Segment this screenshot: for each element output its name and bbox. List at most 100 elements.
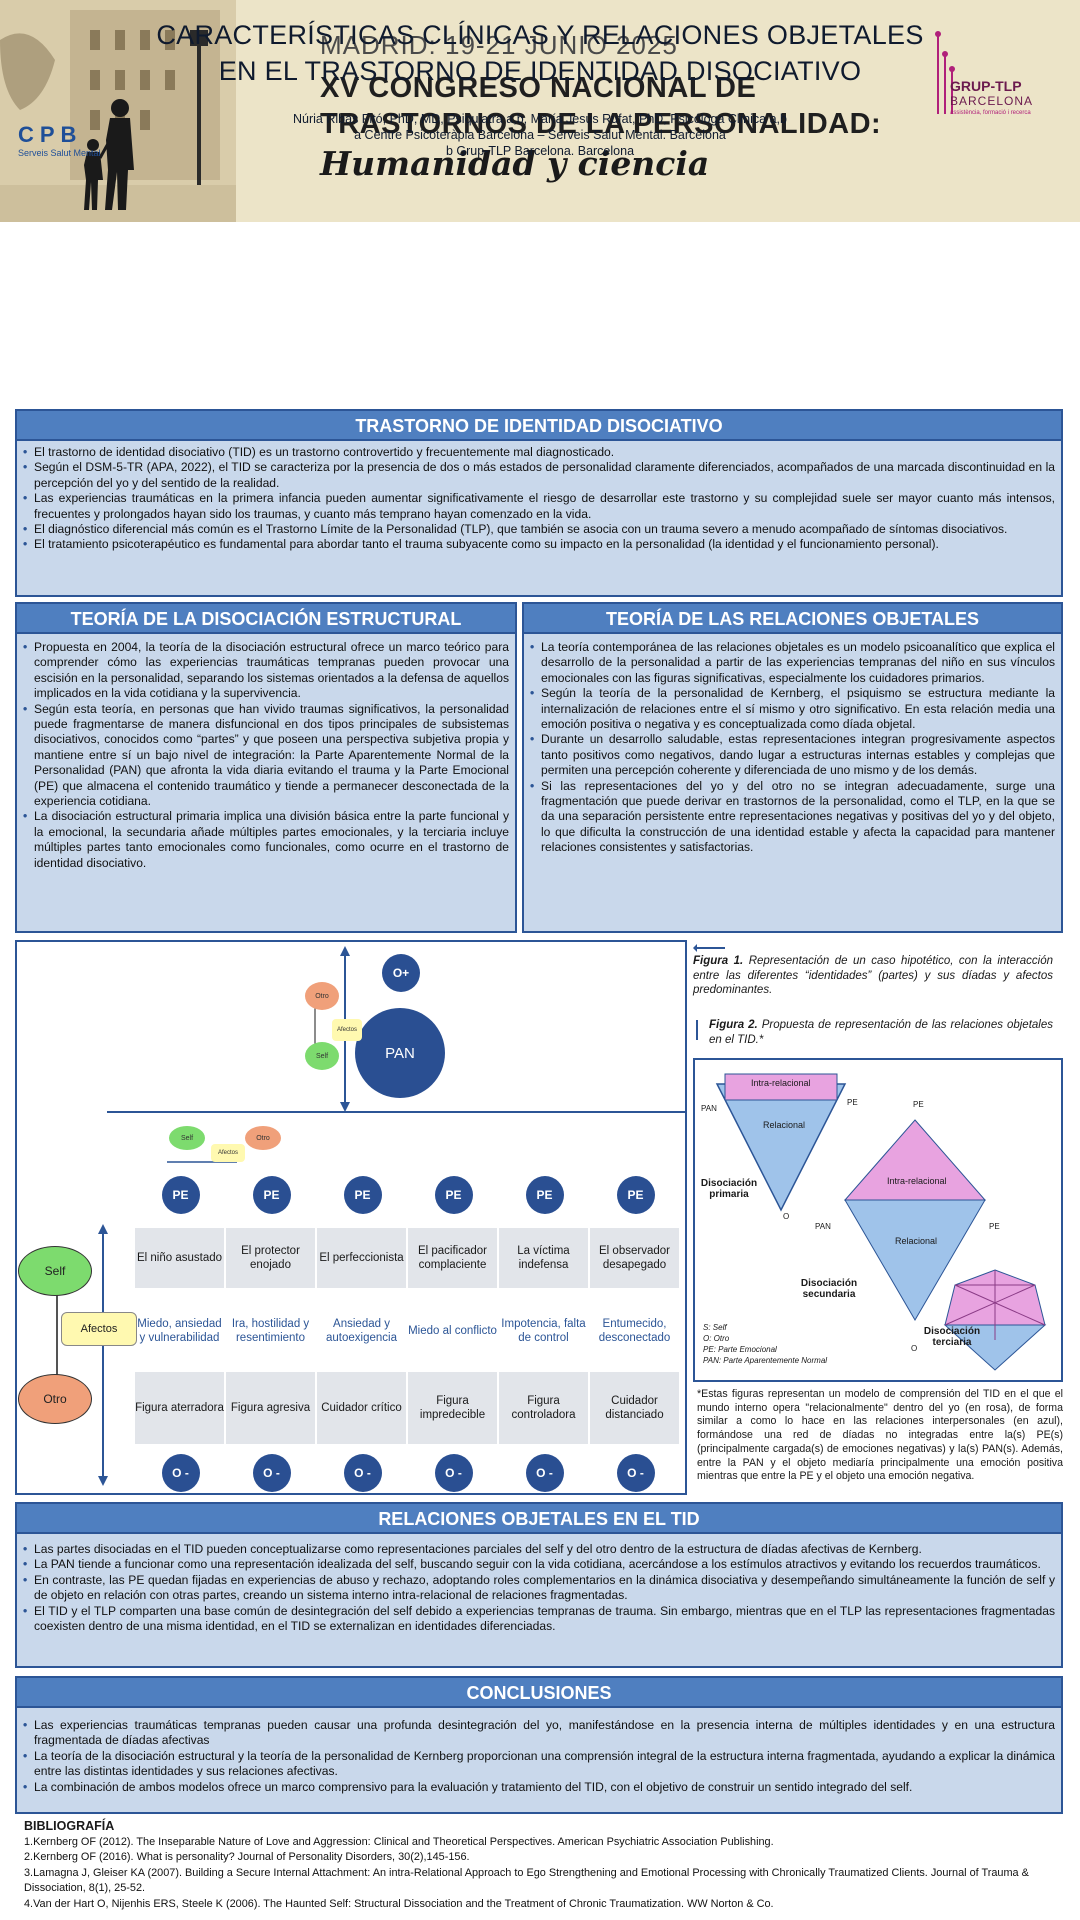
list-item: La teoría de la disociación estructural … <box>23 1749 1055 1780</box>
figure1-panel: O+ PAN Otro Self Afectos Self Otro Afect… <box>15 940 687 1495</box>
pe-node: PE <box>525 1176 564 1214</box>
part-name-cell: El perfeccionista <box>317 1228 406 1288</box>
part-name-cell: El pacificador complaciente <box>408 1228 497 1288</box>
otro-node-small: Otro <box>305 982 339 1010</box>
bibliography-heading: BIBLIOGRAFÍA <box>24 1819 115 1833</box>
figure2-legend: S: Self O: Otro PE: Parte Emocional PAN:… <box>703 1322 827 1366</box>
list-item: El diagnóstico diferencial más común es … <box>23 522 1055 538</box>
relacional-label-1: Relacional <box>763 1120 806 1130</box>
object-negative-node: O - <box>343 1454 382 1492</box>
list-item: Las experiencias traumáticas tempranas p… <box>23 1718 1055 1749</box>
figure-footnote: *Estas figuras representan un modelo de … <box>697 1388 1063 1483</box>
figure1-caption-text: Representación de un caso hipotético, co… <box>693 955 1053 996</box>
object-positive-node: O+ <box>382 954 420 992</box>
reference-item: 2.Kernberg OF (2016). What is personalit… <box>24 1851 470 1864</box>
list-item: El trastorno de identidad disociativo (T… <box>23 445 1055 461</box>
pe-label-2: PE <box>913 1100 924 1109</box>
list-item: Las experiencias traumáticas en la prime… <box>23 491 1055 522</box>
disociacion-heading: TEORÍA DE LA DISOCIACIÓN ESTRUCTURAL <box>17 604 515 634</box>
legend-item: PE: Parte Emocional <box>703 1345 777 1354</box>
relaciones-tid-list: Las partes disociadas en el TID pueden c… <box>17 1534 1061 1634</box>
disociacion-primaria-label: Disociación primaria <box>700 1178 758 1200</box>
part-emotion-cell: Entumecido, desconectado <box>598 1318 671 1344</box>
part-name-cell: La víctima indefensa <box>499 1228 588 1288</box>
relaciones-teoria-heading: TEORÍA DE LAS RELACIONES OBJETALES <box>524 604 1061 634</box>
grup-tlp-logo-text: GRUP-TLP <box>950 78 1022 94</box>
list-item: El TID y el TLP comparten una base común… <box>23 1604 1055 1635</box>
pan-node: PAN <box>355 1008 445 1098</box>
afectos-burst-large: Afectos <box>61 1312 137 1346</box>
relacional-label-2: Relacional <box>895 1236 938 1246</box>
part-figure-cell: Figura aterradora <box>135 1372 224 1444</box>
pe-node: PE <box>616 1176 655 1214</box>
list-item: Según el DSM-5-TR (APA, 2022), el TID se… <box>23 460 1055 491</box>
cpb-logo-text: CPB <box>18 122 83 147</box>
list-item: Según esta teoría, en personas que han v… <box>23 702 509 810</box>
object-negative-node: O - <box>252 1454 291 1492</box>
relaciones-teoria-list: La teoría contemporánea de las relacione… <box>524 634 1061 856</box>
figure1-caption-label: Figura 1. <box>693 955 744 967</box>
disociacion-terciaria-label: Disociación terciaria <box>923 1326 981 1348</box>
figure2-graphics <box>715 1073 1047 1371</box>
part-emotion-cell: Miedo, ansiedad y vulnerabilidad <box>137 1318 222 1344</box>
list-item: Propuesta en 2004, la teoría de la disoc… <box>23 640 509 702</box>
grup-tlp-logo: GRUP-TLP BARCELONA assistència, formació… <box>930 26 1042 166</box>
list-item: La PAN tiende a funcionar como una repre… <box>23 1557 1055 1573</box>
relaciones-tid-section: RELACIONES OBJETALES EN EL TID Las parte… <box>15 1502 1063 1668</box>
poster-title-line2: EN EL TRASTORNO DE IDENTIDAD DISOCIATIVO <box>218 56 862 86</box>
caption-arrows <box>693 944 725 1040</box>
object-negative-node: O - <box>434 1454 473 1492</box>
conference-title-line1: XV CONGRESO NACIONAL DE <box>320 72 757 104</box>
part-name-cell: El niño asustado <box>135 1228 224 1288</box>
figure1-caption: Figura 1. Representación de un caso hipo… <box>693 954 1053 998</box>
affiliation-b: b Grup-TLP Barcelona. Barcelona <box>445 144 635 158</box>
grup-tlp-logo-mark <box>935 31 955 114</box>
afectos-burst-small: Afectos <box>332 1019 362 1041</box>
conference-subtitle: Humanidad y ciencia <box>320 144 710 183</box>
legend-item: S: Self <box>703 1323 727 1332</box>
conclusiones-section: CONCLUSIONES Las experiencias traumática… <box>15 1676 1063 1814</box>
conclusiones-list: Las experiencias traumáticas tempranas p… <box>17 1708 1061 1795</box>
disociacion-list: Propuesta en 2004, la teoría de la disoc… <box>17 634 515 871</box>
tid-section: TRASTORNO DE IDENTIDAD DISOCIATIVO El tr… <box>15 409 1063 597</box>
part-emotion-cell: Impotencia, falta de control <box>501 1318 586 1344</box>
tid-heading: TRASTORNO DE IDENTIDAD DISOCIATIVO <box>17 411 1061 441</box>
cpb-logo: CPB Serveis Salut Mental <box>18 122 118 162</box>
figure2-caption-label: Figura 2. <box>709 1019 758 1031</box>
conference-date: MADRID: 19-21 JUNIO 2025 <box>320 30 678 60</box>
pe-label-1: PE <box>847 1098 858 1107</box>
figure2-caption: Figura 2. Propuesta de representación de… <box>709 1018 1053 1047</box>
object-negative-node: O - <box>616 1454 655 1492</box>
pe-label-3: PE <box>989 1222 1000 1231</box>
part-figure-cell: Figura impredecible <box>408 1372 497 1444</box>
disociacion-secundaria-label: Disociación secundaria <box>800 1278 858 1300</box>
figure2-caption-text: Propuesta de representación de las relac… <box>709 1019 1053 1046</box>
legend-item: O: Otro <box>703 1334 730 1343</box>
part-figure-cell: Cuidador distanciado <box>590 1372 679 1444</box>
relaciones-teoria-section: TEORÍA DE LAS RELACIONES OBJETALES La te… <box>522 602 1063 933</box>
pe-node: PE <box>343 1176 382 1214</box>
part-figure-cell: Figura controladora <box>499 1372 588 1444</box>
legend-item: PAN: Parte Aparentemente Normal <box>703 1356 828 1365</box>
list-item: Durante un desarrollo saludable, estas r… <box>530 732 1055 778</box>
part-emotion-cell: Ira, hostilidad y resentimiento <box>231 1318 310 1344</box>
pan-label-1: PAN <box>701 1104 717 1113</box>
figure2-panel: Intra-relacional Relacional PAN PE O Dis… <box>693 1058 1063 1382</box>
list-item: Según la teoría de la personalidad de Ke… <box>530 686 1055 732</box>
cpb-logo-subtitle: Serveis Salut Mental <box>18 148 101 158</box>
otro-node-large: Otro <box>18 1374 92 1424</box>
list-item: La combinación de ambos modelos ofrece u… <box>23 1780 1055 1796</box>
intra-label-1: Intra-relacional <box>751 1078 811 1088</box>
city-illustration <box>0 0 236 222</box>
tid-list: El trastorno de identidad disociativo (T… <box>17 441 1061 553</box>
o-label-1: O <box>783 1212 790 1221</box>
list-item: La teoría contemporánea de las relacione… <box>530 640 1055 686</box>
object-negative-node: O - <box>161 1454 200 1492</box>
object-negative-node: O - <box>525 1454 564 1492</box>
authors: Núria Ribas Fitó, PhD, MD, Psiquiatra a,… <box>293 112 787 126</box>
list-item: En contraste, las PE quedan fijadas en e… <box>23 1573 1055 1604</box>
reference-item: 1.Kernberg OF (2012). The Inseparable Na… <box>24 1836 774 1848</box>
o-label-2: O <box>911 1344 918 1353</box>
poster-title-line1: CARACTERÍSTICAS CLÍNICAS Y RELACIONES OB… <box>156 20 924 50</box>
part-emotion-cell: Miedo al conflicto <box>408 1325 497 1337</box>
